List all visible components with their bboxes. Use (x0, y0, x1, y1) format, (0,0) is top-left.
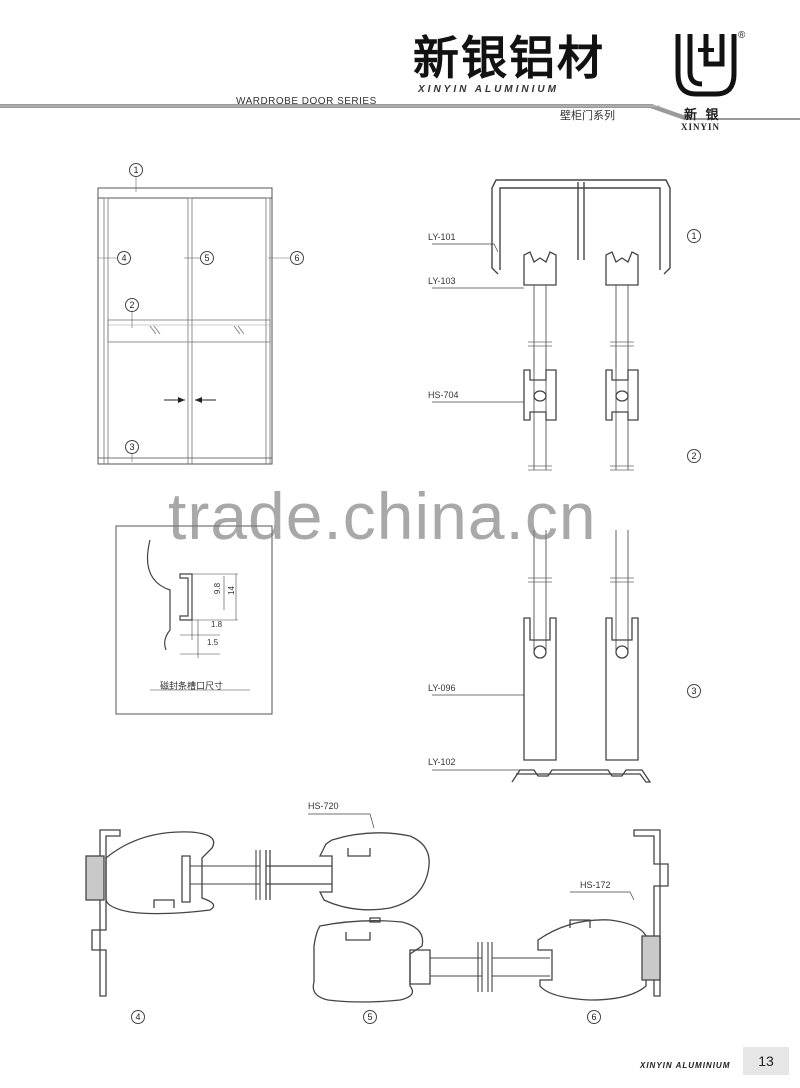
label-hs720: HS-720 (308, 801, 339, 811)
label-ly102: LY-102 (428, 757, 456, 767)
company-logo-icon (675, 34, 737, 97)
detail-profile (146, 539, 171, 651)
vertical-section-drawing (432, 179, 671, 783)
mid-rail (107, 319, 271, 343)
series-title-en: WARDROBE DOOR SERIES (236, 96, 377, 107)
break-lines (528, 341, 634, 583)
page-number: 13 (743, 1047, 789, 1075)
glass-hatch (153, 325, 161, 335)
middle-glass (430, 942, 550, 992)
detail-slot (179, 573, 193, 621)
ly103-top-rail-profiles (523, 251, 639, 286)
dim-1-5: 1.5 (207, 638, 219, 647)
label-hs172: HS-172 (580, 880, 611, 890)
ly096-bottom-rail-profiles (523, 617, 639, 761)
logo-text-en: XINYIN (681, 122, 721, 132)
glass-hatch (233, 325, 241, 335)
hs172-leader (570, 891, 635, 901)
center-stile (187, 197, 193, 465)
plan-marker-4: 4 (131, 1010, 145, 1024)
section-marker-2: 2 (687, 449, 701, 463)
magnetic-strip-caption: 磁封条槽口尺寸 (160, 682, 224, 692)
left-door-profile (105, 831, 215, 915)
footer-brand: XINYIN ALUMINIUM (640, 1061, 731, 1070)
logo-text-cn: 新 银 (684, 108, 721, 123)
dim-14: 14 (226, 586, 236, 595)
series-title-cn: 壁柜门系列 (560, 109, 615, 122)
dim-9-8: 9.8 (213, 582, 223, 595)
detail-frame (115, 525, 273, 715)
right-stile (265, 197, 271, 465)
outer-frame (97, 197, 273, 465)
hs704-mid-rail-profiles (523, 369, 639, 421)
arrow-head-left (195, 397, 202, 403)
marker-1: 1 (129, 163, 143, 177)
left-wall-profile (85, 829, 121, 997)
ly102-bottom-track-profile (511, 769, 652, 783)
registered-mark: ® (738, 30, 746, 41)
glass-hatch (237, 325, 245, 335)
label-ly096: LY-096 (428, 683, 456, 693)
plan-marker-5: 5 (363, 1010, 377, 1024)
left-stile (103, 197, 109, 465)
marker-6: 6 (290, 251, 304, 265)
callout-leaders (432, 243, 524, 771)
left-glass (190, 850, 261, 900)
middle-door-profile (312, 920, 431, 1003)
ly101-track-profile (491, 179, 671, 275)
brand-name-cn: 新银铝材 (413, 31, 605, 85)
glass-panels (533, 285, 629, 650)
dim-1-8: 1.8 (211, 620, 223, 629)
section-marker-3: 3 (687, 684, 701, 698)
header-band (0, 104, 800, 120)
right-wall-profile (633, 829, 669, 997)
watermark-text: trade.china.cn (168, 479, 597, 553)
plan-marker-6: 6 (587, 1010, 601, 1024)
arrow-head-right (178, 397, 185, 403)
hs720-leader (308, 813, 375, 829)
door-elevation-drawing (97, 176, 290, 465)
magnetic-strip-detail (115, 525, 273, 715)
marker-5: 5 (200, 251, 214, 265)
hs720-door-profile (265, 832, 430, 923)
header-stripe (0, 104, 800, 120)
label-ly103: LY-103 (428, 276, 456, 286)
marker-3: 3 (125, 440, 139, 454)
marker-4: 4 (117, 251, 131, 265)
label-hs704: HS-704 (428, 390, 459, 400)
glass-hatch (149, 325, 157, 335)
brand-name-en: XINYIN ALUMINIUM (418, 84, 559, 95)
label-ly101: LY-101 (428, 232, 456, 242)
top-track (97, 187, 273, 199)
right-door-profile (537, 919, 647, 1001)
section-marker-1: 1 (687, 229, 701, 243)
plan-section-drawing (85, 813, 669, 1003)
marker-2: 2 (125, 298, 139, 312)
bottom-rail (97, 457, 273, 465)
